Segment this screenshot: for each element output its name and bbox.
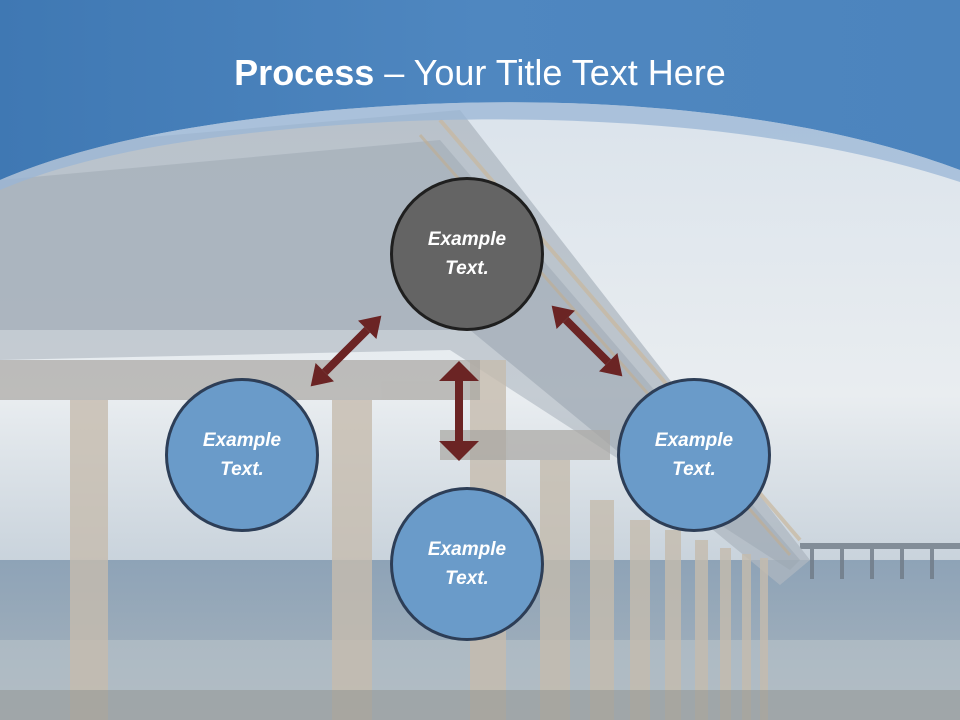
process-step-bottom-text: Example Text. (427, 539, 507, 589)
process-step-right-text: Example Text. (654, 430, 734, 480)
process-step-bottom[interactable]: Example Text. (390, 487, 544, 641)
process-step-right[interactable]: Example Text. (617, 378, 771, 532)
title-rest: – Your Title Text Here (374, 52, 726, 93)
slide-title: Process – Your Title Text Here (0, 52, 960, 94)
process-step-top[interactable]: Example Text. (390, 177, 544, 331)
process-step-top-text: Example Text. (427, 229, 507, 279)
process-step-left-text: Example Text. (202, 430, 282, 480)
process-step-left[interactable]: Example Text. (165, 378, 319, 532)
title-bold: Process (234, 52, 375, 93)
